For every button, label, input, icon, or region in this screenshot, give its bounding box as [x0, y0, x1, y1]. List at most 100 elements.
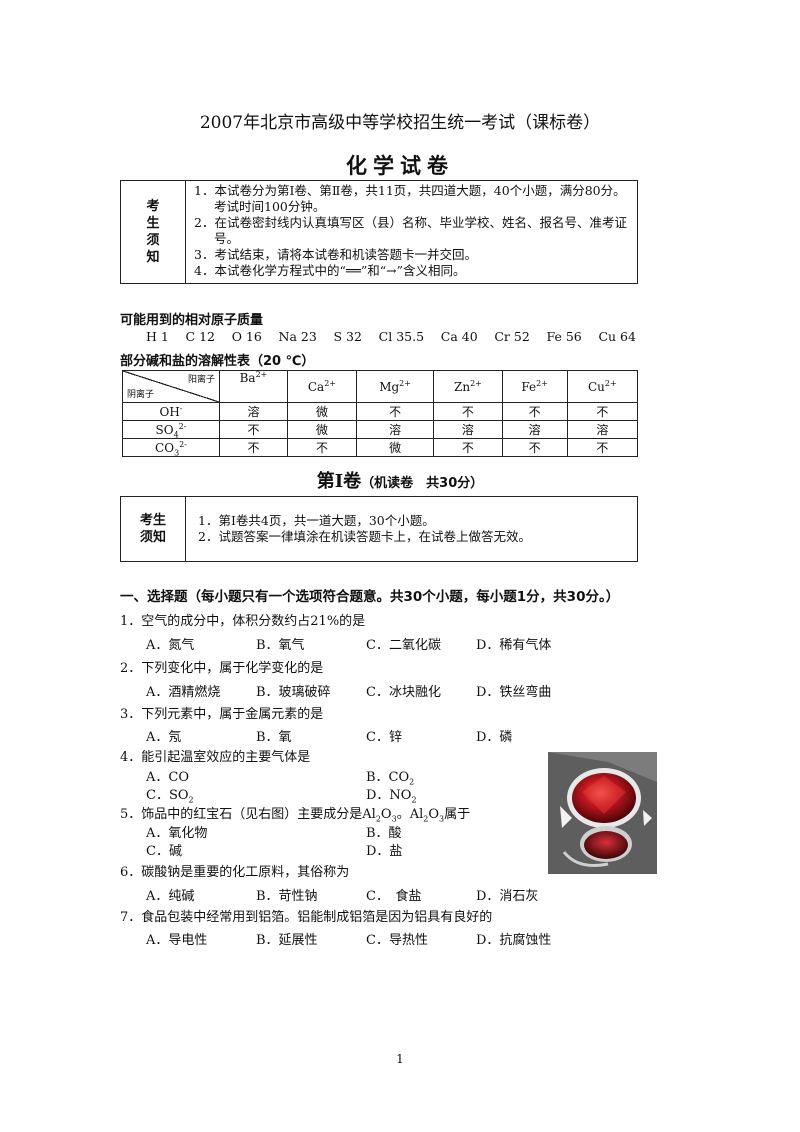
atomic-mass-value: Cl 35.5: [378, 329, 425, 344]
table-cell: 不: [501, 402, 568, 421]
ruby-ring-illustration: [548, 752, 657, 874]
notice-item: 2．试题答案一律填涂在机读答题卡上，在试卷上做答无效。: [198, 529, 531, 544]
option-a: A．CO: [146, 770, 189, 785]
solubility-title: 部分碱和盐的溶解性表（20 ℃）: [120, 354, 315, 369]
table-cell: 溶: [355, 420, 435, 439]
option-a: A．氮气: [146, 638, 195, 653]
section-heading: 一、选择题（每小题只有一个选项符合题意。共30个小题，每小题1分，共30分。）: [120, 589, 620, 605]
part1-note: （机读卷 共30分）: [361, 476, 484, 491]
option-d: D．NO2: [366, 788, 417, 805]
table-cell: 不: [287, 438, 357, 457]
table-row: CO32- 不 不 微 不 不 不: [122, 438, 639, 457]
ruby-ring-image: [548, 752, 657, 874]
notice-side-label: 考 生 须 知: [120, 180, 186, 284]
table-cell: 溶: [433, 420, 503, 439]
notice-side-label: 考生 须知: [120, 496, 186, 562]
table-cell: 不: [433, 402, 503, 421]
exam-title: 2007年北京市高级中等学校招生统一考试（课标卷）: [199, 113, 601, 133]
option-b: B．玻璃破碎: [256, 685, 331, 700]
atomic-mass-title: 可能用到的相对原子质量: [120, 313, 264, 328]
part1-notice-box: 考生 须知 1．第Ⅰ卷共4页，共一道大题，30个小题。 2．试题答案一律填涂在机…: [120, 496, 638, 562]
cation-header: Zn2+: [433, 370, 503, 403]
question-stem: 4．能引起温室效应的主要气体是: [120, 750, 311, 765]
cation-corner-label: 阳离子: [187, 375, 215, 385]
option-a: A．氖: [146, 730, 182, 745]
anion-corner-label: 阴离子: [127, 390, 155, 400]
part1-heading: 第Ⅰ卷（机读卷 共30分）: [0, 467, 800, 493]
solubility-table: 阳离子 阴离子 Ba2+ Ca2+ Mg2+ Zn2+ Fe2+ Cu2+ OH…: [122, 370, 639, 457]
table-cell: 溶: [501, 420, 568, 439]
table-cell: 微: [355, 438, 435, 457]
table-cell: 不: [218, 438, 289, 457]
question-stem: 2．下列变化中，属于化学变化的是: [120, 661, 324, 676]
option-b: B．酸: [366, 826, 402, 841]
option-a: A．纯碱: [146, 889, 195, 904]
table-cell: 不: [218, 420, 289, 439]
option-c: C．SO2: [146, 788, 194, 805]
table-row: OH- 溶 微 不 不 不 不: [122, 402, 639, 421]
option-a: A．导电性: [146, 933, 208, 948]
option-b: B．苛性钠: [256, 889, 318, 904]
cation-header: Fe2+: [501, 370, 568, 403]
option-a: A．酒精燃烧: [146, 685, 221, 700]
option-d: D．磷: [476, 730, 513, 745]
option-d: D．抗腐蚀性: [476, 933, 552, 948]
cation-header: Ba2+: [218, 370, 289, 403]
anion-label: OH-: [122, 402, 220, 421]
option-b: B．氧: [256, 730, 292, 745]
option-c: C．导热性: [366, 933, 428, 948]
option-c: C．二氧化碳: [366, 638, 441, 653]
anion-label: CO32-: [122, 438, 220, 457]
question-stem: 3．下列元素中，属于金属元素的是: [120, 707, 324, 722]
atomic-mass-value: O 16: [231, 329, 262, 344]
atomic-mass-value: Cu 64: [598, 329, 636, 344]
table-cell: 不: [355, 402, 435, 421]
notice-item: 4．本试卷化学方程式中的“══”和“→”含义相同。: [194, 263, 466, 278]
page-number: 1: [396, 1052, 404, 1066]
atomic-mass-list: H 1 C 12 O 16 Na 23 S 32 Cl 35.5 Ca 40 C…: [146, 329, 636, 344]
option-b: B．氧气: [256, 638, 305, 653]
question-stem: 1．空气的成分中，体积分数约占21%的是: [120, 614, 366, 629]
cation-header: Ca2+: [287, 370, 357, 403]
option-c: C． 食盐: [366, 889, 422, 904]
notice-items: 1．第Ⅰ卷共4页，共一道大题，30个小题。 2．试题答案一律填涂在机读答题卡上，…: [185, 496, 638, 562]
option-c: C．冰块融化: [366, 685, 441, 700]
notice-item: 1．第Ⅰ卷共4页，共一道大题，30个小题。: [198, 513, 435, 528]
cation-header: Cu2+: [566, 370, 639, 403]
option-b: B．CO2: [366, 770, 415, 787]
table-cell: 微: [287, 420, 357, 439]
option-d: D．消石灰: [476, 889, 539, 904]
cation-header: Mg2+: [355, 370, 435, 403]
table-cell: 溶: [566, 420, 639, 439]
part1-title: 第Ⅰ卷: [316, 471, 362, 492]
table-cell: 不: [433, 438, 503, 457]
atomic-mass-value: Cr 52: [494, 329, 530, 344]
option-c: C．锌: [366, 730, 402, 745]
table-cell: 微: [287, 402, 357, 421]
option-d: D．稀有气体: [476, 638, 552, 653]
option-d: D．盐: [366, 844, 403, 859]
atomic-mass-value: C 12: [185, 329, 215, 344]
option-d: D．铁丝弯曲: [476, 685, 552, 700]
option-b: B．延展性: [256, 933, 318, 948]
notice-item: 2．在试卷密封线内认真填写区（县）名称、毕业学校、姓名、报名号、准考证号。: [194, 215, 627, 246]
question-stem: 7．食品包装中经常用到铝箔。铝能制成铝箔是因为铝具有良好的: [120, 910, 493, 925]
table-cell: 不: [566, 402, 639, 421]
atomic-mass-value: Fe 56: [546, 329, 582, 344]
paper-subtitle: 化学试卷: [346, 153, 454, 178]
notice-items: 1．本试卷分为第Ⅰ卷、第Ⅱ卷，共11页，共四道大题，40个小题，满分80分。考试…: [185, 180, 638, 284]
atomic-mass-value: Na 23: [278, 329, 317, 344]
table-cell: 不: [566, 438, 639, 457]
option-c: C．碱: [146, 844, 182, 859]
anion-label: SO42-: [122, 420, 220, 439]
exam-notice-box: 考 生 须 知 1．本试卷分为第Ⅰ卷、第Ⅱ卷，共11页，共四道大题，40个小题，…: [120, 180, 638, 284]
table-row: SO42- 不 微 溶 溶 溶 溶: [122, 420, 639, 439]
atomic-mass-value: Ca 40: [440, 329, 478, 344]
notice-item: 1．本试卷分为第Ⅰ卷、第Ⅱ卷，共11页，共四道大题，40个小题，满分80分。考试…: [194, 183, 626, 214]
table-cell: 溶: [218, 402, 289, 421]
atomic-mass-value: S 32: [333, 329, 362, 344]
question-stem: 5．饰品中的红宝石（见右图）主要成分是Al2O3。Al2O3属于: [120, 807, 471, 824]
notice-item: 3．考试结束，请将本试卷和机读答题卡一并交回。: [194, 247, 477, 262]
question-stem: 6．碳酸钠是重要的化工原料，其俗称为: [120, 865, 350, 880]
option-a: A．氧化物: [146, 826, 208, 841]
